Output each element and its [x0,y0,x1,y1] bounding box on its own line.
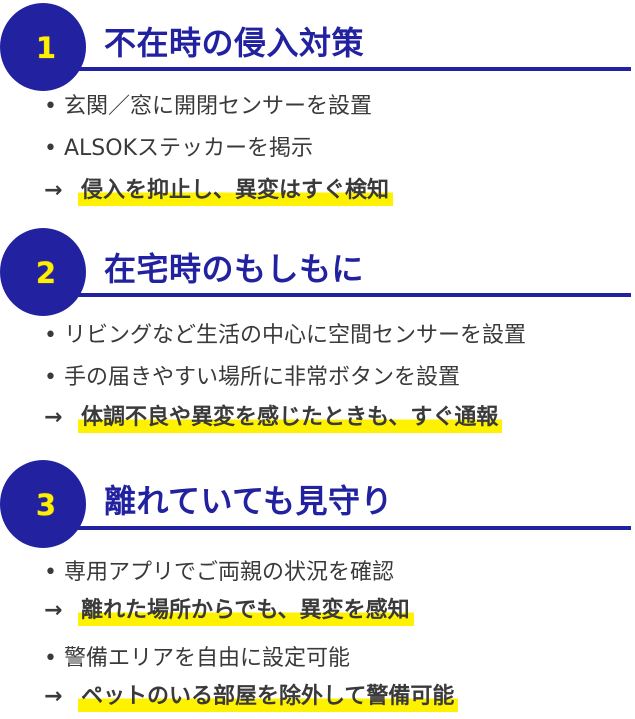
section-number-badge: 2 [0,228,86,316]
bullet-icon: • [44,365,57,390]
section-number: 3 [35,488,57,522]
highlighted-result-text: 離れた場所からでも、異変を感知 [78,596,414,626]
section-3-remote-monitoring: 3 離れていても見守り •専用アプリでご両親の状況を確認 → 離れた場所からでも、… [0,460,635,719]
arrow-right-icon: → [44,405,63,430]
highlighted-result-text: ペットのいる部屋を除外して警備可能 [78,682,459,712]
result-item: → ペットのいる部屋を除外して警備可能 [44,682,459,712]
title-underline [70,67,631,71]
title-underline [70,293,631,297]
bullet-item: •警備エリアを自由に設定可能 [44,644,350,674]
arrow-right-icon: → [44,598,63,623]
result-item: → 体調不良や異変を感じたときも、すぐ通報 [44,403,503,433]
section-number-badge: 1 [0,3,86,91]
arrow-right-icon: → [44,684,63,709]
highlighted-result-text: 侵入を抑止し、異変はすぐ検知 [78,176,394,206]
bullet-icon: • [44,94,57,119]
bullet-icon: • [44,560,57,585]
section-number-badge: 3 [0,460,86,548]
result-item: → 侵入を抑止し、異変はすぐ検知 [44,176,394,206]
section-title: 離れていても見守り [104,482,393,520]
bullet-icon: • [44,646,57,671]
arrow-right-icon: → [44,178,63,203]
bullet-icon: • [44,136,57,161]
bullet-item: •手の届きやすい場所に非常ボタンを設置 [44,363,460,393]
result-item: → 離れた場所からでも、異変を感知 [44,596,414,626]
bullet-item: •リビングなど生活の中心に空間センサーを設置 [44,321,526,351]
highlighted-result-text: 体調不良や異変を感じたときも、すぐ通報 [78,403,503,433]
section-title: 在宅時のもしもに [104,250,365,288]
section-number: 1 [35,31,57,65]
section-2-at-home-emergency: 2 在宅時のもしもに •リビングなど生活の中心に空間センサーを設置 •手の届きや… [0,228,635,448]
title-underline [70,526,631,530]
bullet-icon: • [44,323,57,348]
section-number: 2 [35,256,57,290]
bullet-item: •玄関／窓に開閉センサーを設置 [44,92,372,122]
bullet-item: •専用アプリでご両親の状況を確認 [44,558,394,588]
section-1-away-intrusion: 1 不在時の侵入対策 •玄関／窓に開閉センサーを設置 •ALSOKステッカーを掲… [0,0,635,215]
bullet-item: •ALSOKステッカーを掲示 [44,134,313,164]
section-title: 不在時の侵入対策 [104,24,365,62]
